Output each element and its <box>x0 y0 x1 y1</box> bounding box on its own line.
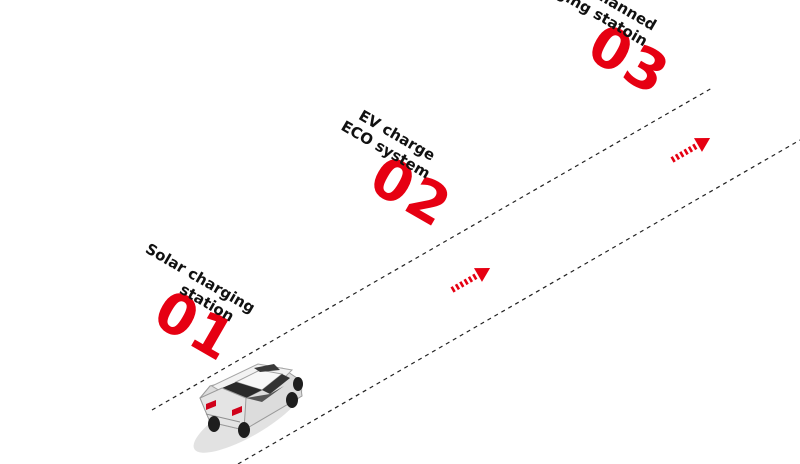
striped-direction-arrow-icon <box>670 138 711 163</box>
step-02: 02 EV charge ECO system <box>338 106 462 241</box>
road-edge-line-bottom <box>237 139 800 464</box>
step-03: 03 Unmanned charging statoin <box>521 0 680 109</box>
car-icon <box>193 363 303 453</box>
striped-direction-arrow-icon <box>450 268 491 293</box>
step-01: 01 Solar charging station <box>142 240 258 375</box>
road-edge-line-top <box>151 87 713 411</box>
